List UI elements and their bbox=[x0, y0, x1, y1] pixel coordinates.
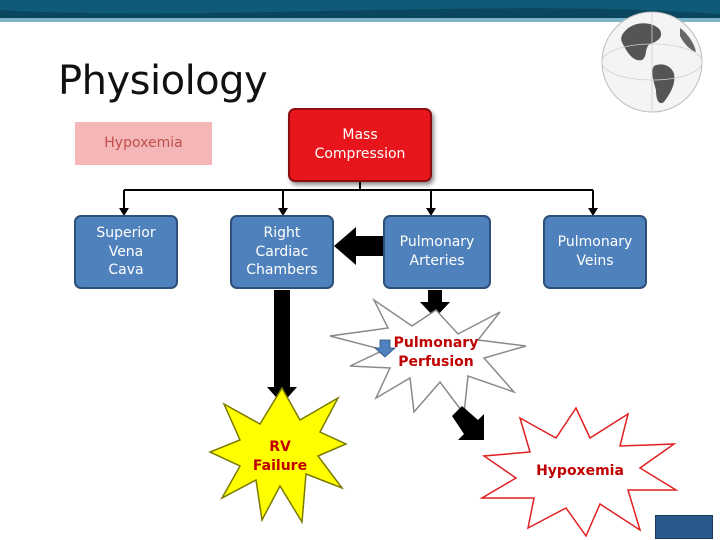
hypoxemia-result-text: Hypoxemia bbox=[536, 463, 624, 479]
starburst-rv-failure bbox=[208, 386, 348, 525]
starburst-pulmonary-perfusion bbox=[329, 297, 527, 416]
superior-vena-cava-text: Superior Vena Cava bbox=[96, 224, 156, 279]
globe-icon bbox=[601, 11, 703, 113]
starburst-hypoxemia bbox=[479, 406, 679, 538]
pulmonary-veins-text: Pulmonary Veins bbox=[557, 234, 633, 269]
pulmonary-veins-box: Pulmonary Veins bbox=[543, 215, 647, 289]
pulmonary-arteries-box: Pulmonary Arteries bbox=[383, 215, 491, 289]
hypoxemia-label-box: Hypoxemia bbox=[75, 122, 212, 165]
top-band bbox=[0, 0, 720, 22]
pulmonary-perfusion-text: Pulmonary Perfusion bbox=[393, 335, 479, 370]
arrow-chambers-to-rvfailure bbox=[267, 290, 297, 404]
tree-connectors bbox=[124, 182, 593, 191]
right-cardiac-chambers-text: Right Cardiac Chambers bbox=[246, 224, 318, 279]
arrow-perfusion-to-hypoxemia bbox=[452, 406, 484, 440]
decrease-arrow-icon bbox=[373, 339, 397, 358]
slide-title: Physiology bbox=[58, 58, 268, 104]
mass-compression-box: Mass Compression bbox=[288, 108, 432, 182]
arrow-arteries-to-chambers bbox=[334, 227, 383, 265]
tree-arrowheads bbox=[119, 208, 598, 216]
rv-failure-text: RV Failure bbox=[252, 439, 308, 474]
society-logo bbox=[655, 515, 713, 539]
pulmonary-arteries-text: Pulmonary Arteries bbox=[399, 234, 475, 269]
superior-vena-cava-box: Superior Vena Cava bbox=[74, 215, 178, 289]
hypoxemia-label-text: Hypoxemia bbox=[104, 135, 183, 152]
mass-compression-text: Mass Compression bbox=[314, 127, 406, 162]
arrow-arteries-down bbox=[420, 290, 450, 318]
right-cardiac-chambers-box: Right Cardiac Chambers bbox=[230, 215, 334, 289]
